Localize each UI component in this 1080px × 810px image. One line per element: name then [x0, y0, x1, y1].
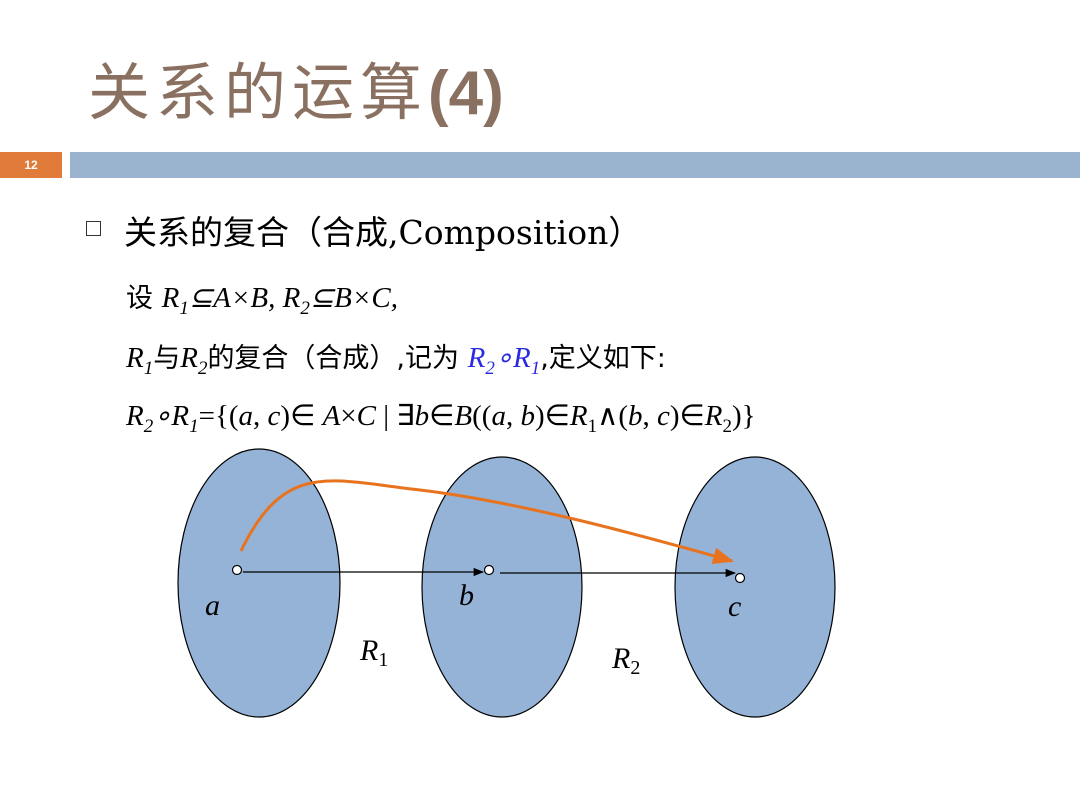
point-b: [483, 564, 495, 576]
label-b: b: [459, 579, 474, 612]
header-bar: [70, 152, 1080, 178]
line-premise: 设 R1⊆A×B, R2⊆B×C,: [126, 276, 398, 320]
label-a: a: [205, 589, 220, 622]
bullet-square-icon: [86, 221, 101, 236]
line-composition-notation: R1与R2的复合（合成）,记为 R2∘R1,定义如下:: [126, 336, 666, 380]
point-c: [734, 572, 746, 584]
text-composition: 的复合（合成）,记为: [207, 343, 468, 374]
set-a-ellipse: [177, 448, 341, 718]
bullet-heading: 关系的复合（合成,Composition）: [124, 213, 642, 252]
point-a: [231, 564, 243, 576]
title-text: 关系的运算: [88, 56, 429, 129]
set-c-ellipse: [674, 456, 836, 718]
label-c: c: [728, 590, 741, 623]
title-number: (4): [428, 59, 504, 128]
line-definition: R2∘R1={(a, c)∈ A×C | ∃b∈B((a, b)∈R1∧(b, …: [126, 400, 756, 437]
text-and: 与: [153, 343, 181, 374]
composite-arrow: [239, 479, 735, 564]
premise-prefix: 设: [126, 283, 162, 314]
text-define: ,定义如下:: [540, 343, 666, 374]
composition-notation: R2∘R1: [467, 342, 541, 379]
page-number: 12: [0, 152, 62, 178]
r2-symbol: R2: [180, 342, 208, 379]
r1-symbol: R1: [126, 342, 154, 379]
set-b-ellipse: [421, 456, 583, 718]
page-title: 关系的运算(4): [88, 42, 504, 132]
premise-formula: R1⊆A×B, R2⊆B×C,: [161, 282, 399, 319]
label-r1: R1: [359, 634, 388, 671]
label-r2: R2: [611, 642, 640, 679]
